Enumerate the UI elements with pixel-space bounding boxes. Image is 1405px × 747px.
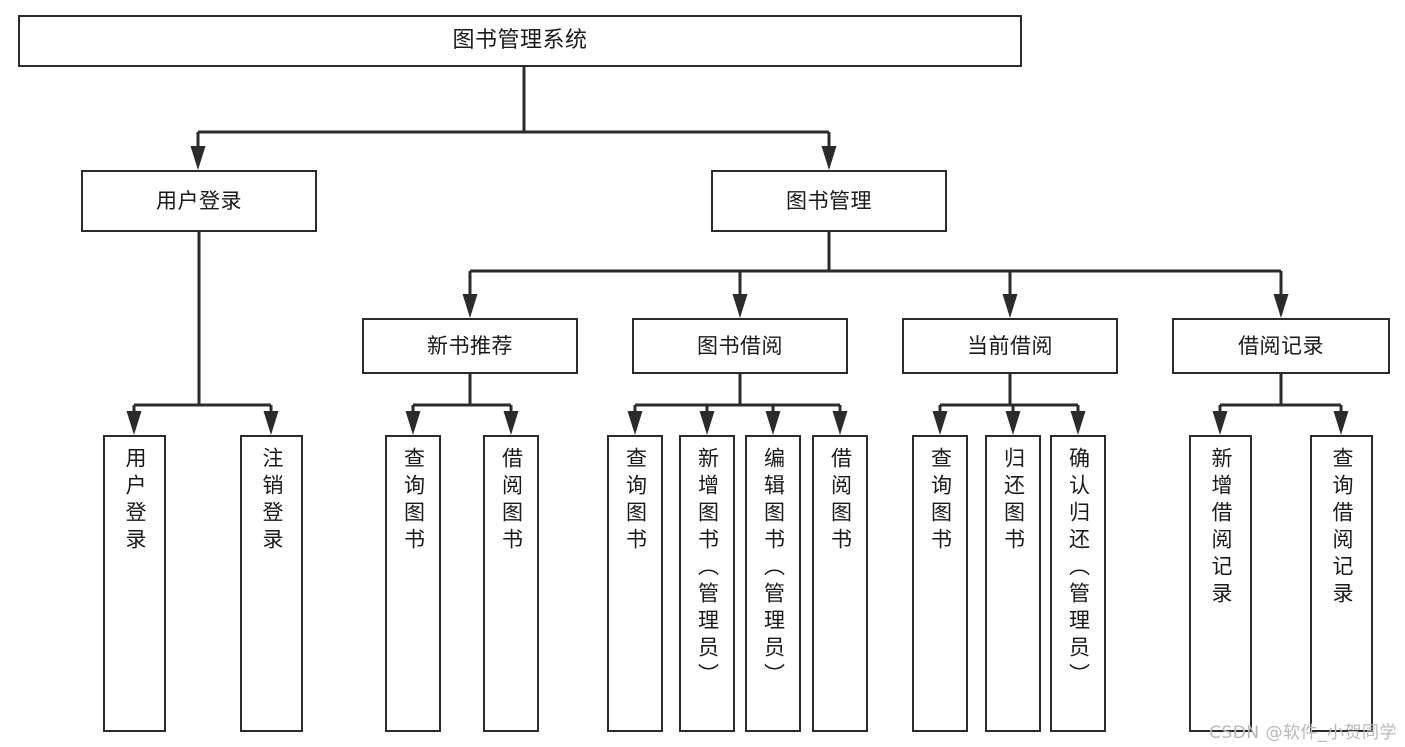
group4-arrow-0-head — [1212, 411, 1228, 435]
group3-arrow-2-head — [1070, 411, 1086, 435]
root-arrow-0-head — [190, 146, 206, 170]
node-level2-1[interactable]: 图书管理 — [711, 170, 947, 232]
node-label: 当前借阅 — [967, 333, 1053, 358]
node-label: 借阅图书 — [828, 447, 853, 555]
node-label: 新增图书（管理员） — [695, 447, 720, 690]
node-label: 用户登录 — [156, 188, 242, 213]
node-leaf-4[interactable]: 查询图书 — [607, 435, 663, 732]
group1-arrow-1-head — [503, 411, 519, 435]
group2-arrow-1-head — [699, 411, 715, 435]
node-level3-2[interactable]: 当前借阅 — [902, 318, 1118, 374]
group4-arrow-1-head — [1333, 411, 1349, 435]
node-level3-1[interactable]: 图书借阅 — [632, 318, 848, 374]
node-label: 图书借阅 — [697, 333, 783, 358]
node-level2-0[interactable]: 用户登录 — [81, 170, 317, 232]
node-label: 注销登录 — [260, 447, 284, 555]
group1-arrow-0-head — [405, 411, 421, 435]
node-leaf-6[interactable]: 编辑图书（管理员） — [745, 435, 801, 732]
book-arrow-0-head — [462, 294, 478, 318]
node-root[interactable]: 图书管理系统 — [18, 15, 1022, 67]
group2-arrow-2-head — [765, 411, 781, 435]
node-label: 查询图书 — [928, 447, 953, 555]
node-label: 借阅图书 — [499, 447, 524, 555]
node-label: 图书管理 — [786, 188, 872, 213]
group0-arrow-0-head — [126, 411, 142, 435]
node-leaf-11[interactable]: 新增借阅记录 — [1189, 435, 1252, 732]
group2-arrow-3-head — [832, 411, 848, 435]
node-label: 新增借阅记录 — [1209, 447, 1233, 609]
node-level3-3[interactable]: 借阅记录 — [1172, 318, 1390, 374]
node-leaf-5[interactable]: 新增图书（管理员） — [679, 435, 735, 732]
node-label: 图书管理系统 — [452, 28, 588, 54]
node-label: 借阅记录 — [1238, 333, 1324, 358]
node-label: 用户登录 — [123, 447, 147, 555]
node-label: 新书推荐 — [427, 333, 513, 358]
book-arrow-3-head — [1273, 294, 1289, 318]
group0-arrow-1-head — [263, 411, 279, 435]
group3-arrow-0-head — [932, 411, 948, 435]
book-arrow-1-head — [732, 294, 748, 318]
node-label: 查询图书 — [401, 447, 426, 555]
node-leaf-0[interactable]: 用户登录 — [103, 435, 166, 732]
node-label: 确认归还（管理员） — [1066, 447, 1091, 690]
node-leaf-12[interactable]: 查询借阅记录 — [1310, 435, 1373, 732]
node-leaf-8[interactable]: 查询图书 — [912, 435, 968, 732]
node-leaf-7[interactable]: 借阅图书 — [812, 435, 868, 732]
node-leaf-10[interactable]: 确认归还（管理员） — [1050, 435, 1106, 732]
node-label: 查询图书 — [623, 447, 648, 555]
book-arrow-2-head — [1002, 294, 1018, 318]
node-leaf-9[interactable]: 归还图书 — [985, 435, 1041, 732]
node-label: 编辑图书（管理员） — [761, 447, 786, 690]
node-leaf-1[interactable]: 注销登录 — [240, 435, 303, 732]
node-leaf-2[interactable]: 查询图书 — [385, 435, 441, 732]
node-leaf-3[interactable]: 借阅图书 — [483, 435, 539, 732]
group2-arrow-0-head — [627, 411, 643, 435]
root-arrow-1-head — [821, 146, 837, 170]
group3-arrow-1-head — [1005, 411, 1021, 435]
node-level3-0[interactable]: 新书推荐 — [362, 318, 578, 374]
node-label: 查询借阅记录 — [1330, 447, 1354, 609]
node-label: 归还图书 — [1001, 447, 1026, 555]
